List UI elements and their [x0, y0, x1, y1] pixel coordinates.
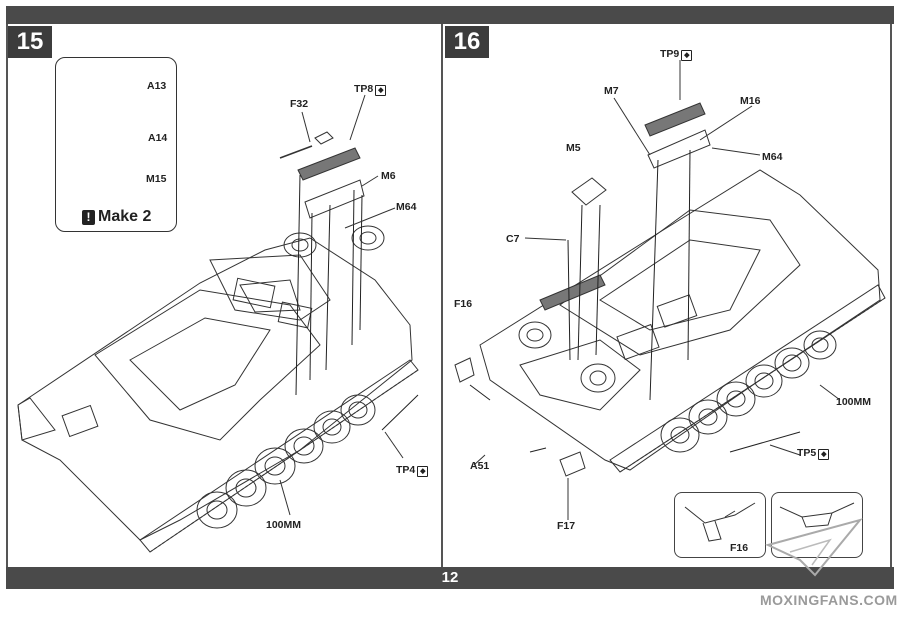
photo-etch-icon: ◆: [681, 50, 693, 61]
part-label-a13: A13: [147, 80, 167, 92]
grille-part-tp9: [644, 102, 706, 137]
part-label-f32: F32: [290, 98, 309, 110]
part-label-m16: M16: [740, 95, 761, 107]
step-15-badge: 15: [8, 26, 52, 58]
f16-installed-drawing: [779, 502, 855, 528]
photo-etch-icon: ◆: [818, 449, 830, 460]
wheel-subassembly-callout: [55, 57, 177, 232]
part-label-tp5: TP5◆: [797, 447, 830, 460]
part-label-m15: M15: [146, 173, 167, 185]
photo-etch-icon: ◆: [417, 466, 429, 477]
antenna-part-f32: [279, 131, 334, 159]
part-label-tp4: TP4◆: [396, 464, 429, 477]
part-label-m7: M7: [604, 85, 619, 97]
part-label-m6: M6: [381, 170, 396, 182]
f16-detail-drawing: [684, 502, 756, 542]
make-note-text: Make 2: [98, 208, 152, 225]
hatch-part-m5: [571, 177, 607, 206]
footer-bar: 12: [6, 567, 894, 589]
part-label-a51: A51: [470, 460, 490, 472]
part-label-m64-step16: M64: [762, 151, 783, 163]
page-frame: [6, 24, 892, 567]
plate-part-f16: [454, 357, 475, 383]
plate-part-f17: [559, 451, 586, 477]
track-length-label-step16: 100MM: [836, 396, 872, 408]
part-label-f16: F16: [454, 298, 473, 310]
make-quantity-note: ! Make 2: [82, 208, 151, 226]
part-label-a14: A14: [148, 132, 168, 144]
detail-inset-right: [771, 492, 863, 558]
part-label-m64-step15: M64: [396, 201, 417, 213]
step-16-badge: 16: [445, 26, 489, 58]
part-label-f17: F17: [557, 520, 576, 532]
vehicle-step15: [17, 225, 419, 553]
photo-etch-icon: ◆: [375, 85, 387, 96]
exclamation-icon: !: [82, 209, 95, 225]
part-label-c7: C7: [506, 233, 520, 245]
detail-inset-left: [674, 492, 766, 558]
header-bar: [6, 6, 894, 24]
track-length-label-step15: 100MM: [266, 519, 302, 531]
part-label-tp9: TP9◆: [660, 48, 693, 61]
cover-part-m7: [647, 129, 711, 169]
grille-part-tp8: [297, 147, 361, 181]
vehicle-step16: [479, 169, 886, 473]
part-label-m5: M5: [566, 142, 581, 154]
page-number: 12: [441, 569, 459, 586]
step-divider: [441, 24, 443, 567]
watermark-text: MOXINGFANS.COM: [760, 592, 898, 608]
cover-part-m6: [304, 179, 365, 219]
part-label-tp8: TP8◆: [354, 83, 387, 96]
inset-label-f16: F16: [730, 542, 749, 554]
